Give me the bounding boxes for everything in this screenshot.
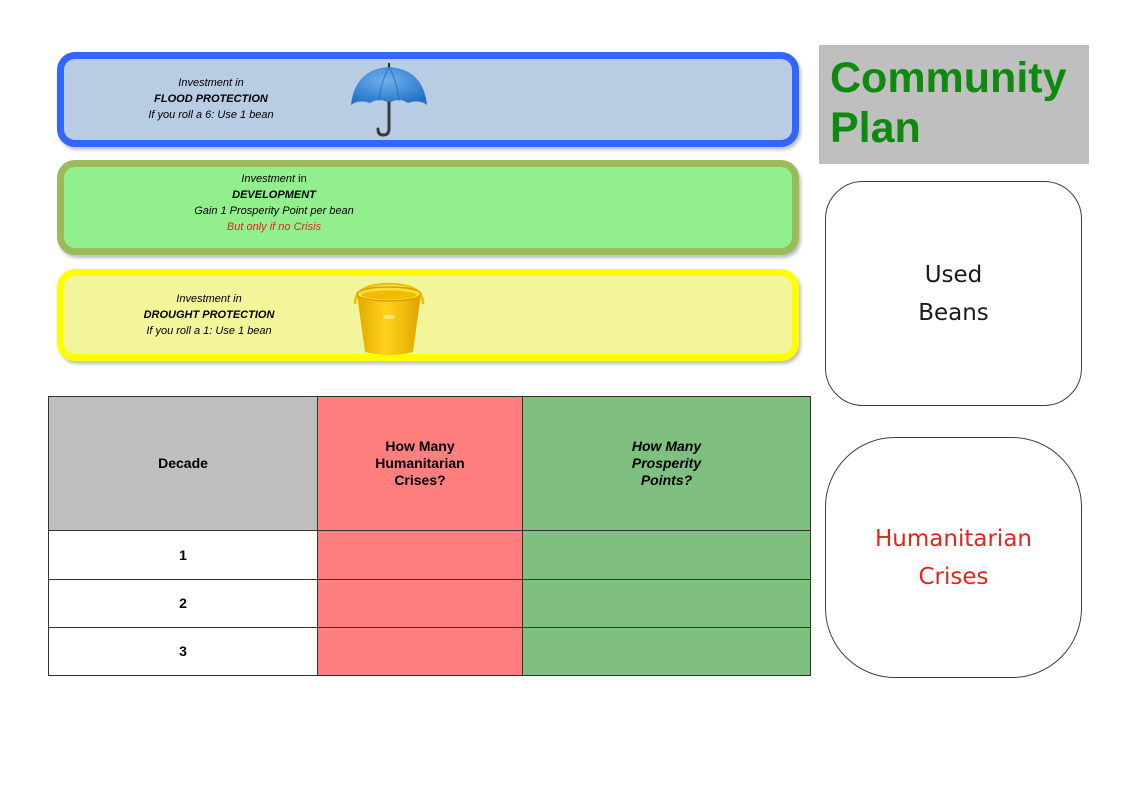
bucket-icon	[353, 282, 425, 355]
prosperity-cell[interactable]	[522, 530, 811, 580]
flood-protection-text: Investment in FLOOD PROTECTION If you ro…	[126, 75, 296, 123]
header-crises: How Many Humanitarian Crises?	[317, 395, 523, 532]
used-beans-line1: Used	[924, 261, 983, 288]
crises-cell[interactable]	[317, 530, 523, 580]
development-line4: But only if no Crisis	[226, 221, 322, 233]
development-text: Investment in DEVELOPMENT Gain 1 Prosper…	[134, 171, 414, 235]
decade-cell: 3	[48, 626, 318, 677]
decade-cell: 1	[48, 530, 318, 580]
crises-box-line1: Humanitarian	[875, 525, 1032, 552]
table-row: 2	[48, 578, 811, 628]
crises-cell[interactable]	[317, 578, 523, 628]
header-crises-line3: Crises?	[394, 472, 446, 489]
flood-protection-box: Investment in FLOOD PROTECTION If you ro…	[57, 52, 799, 147]
umbrella-icon	[351, 63, 427, 137]
prosperity-cell[interactable]	[522, 626, 811, 677]
table-header-row: Decade How Many Humanitarian Crises? How…	[48, 395, 811, 532]
development-line1: Investment in	[134, 171, 414, 187]
title-line2: Plan	[830, 104, 921, 152]
crises-cell[interactable]	[317, 626, 523, 677]
prosperity-cell[interactable]	[522, 578, 811, 628]
title-line1: Community	[830, 54, 1067, 102]
header-prosperity-line1: How Many	[631, 438, 702, 455]
used-beans-line2: Beans	[918, 299, 989, 326]
flood-line3: If you roll a 6: Use 1 bean	[148, 109, 274, 121]
table-row: 3	[48, 626, 811, 677]
development-line3: Gain 1 Prosperity Point per bean	[194, 205, 354, 217]
drought-protection-box: Investment in DROUGHT PROTECTION If you …	[57, 269, 799, 361]
development-box: Investment in DEVELOPMENT Gain 1 Prosper…	[57, 160, 799, 255]
decade-cell: 2	[48, 578, 318, 628]
header-decade: Decade	[48, 395, 318, 532]
drought-line2: DROUGHT PROTECTION	[143, 309, 275, 321]
header-crises-line2: Humanitarian	[375, 455, 465, 472]
header-prosperity-line2: Prosperity	[631, 455, 702, 472]
development-line1-investment: Investment	[241, 173, 296, 185]
page-title: Community Plan	[830, 53, 1067, 153]
crises-box-line2: Crises	[918, 563, 989, 590]
development-line2: DEVELOPMENT	[232, 189, 316, 201]
humanitarian-crises-box: Humanitarian Crises	[825, 437, 1082, 678]
header-prosperity: How Many Prosperity Points?	[522, 395, 811, 532]
flood-line1: Investment in	[178, 77, 244, 89]
header-crises-line1: How Many	[385, 438, 455, 455]
flood-line2: FLOOD PROTECTION	[154, 93, 268, 105]
drought-protection-text: Investment in DROUGHT PROTECTION If you …	[124, 291, 294, 339]
table-row: 1	[48, 530, 811, 580]
decade-table: Decade How Many Humanitarian Crises? How…	[48, 395, 811, 677]
used-beans-box: Used Beans	[825, 181, 1082, 406]
header-prosperity-line3: Points?	[640, 472, 693, 489]
drought-line1: Investment in	[176, 293, 242, 305]
title-box: Community Plan	[819, 45, 1089, 164]
drought-line3: If you roll a 1: Use 1 bean	[146, 325, 272, 337]
development-line1-in: in	[298, 173, 307, 185]
